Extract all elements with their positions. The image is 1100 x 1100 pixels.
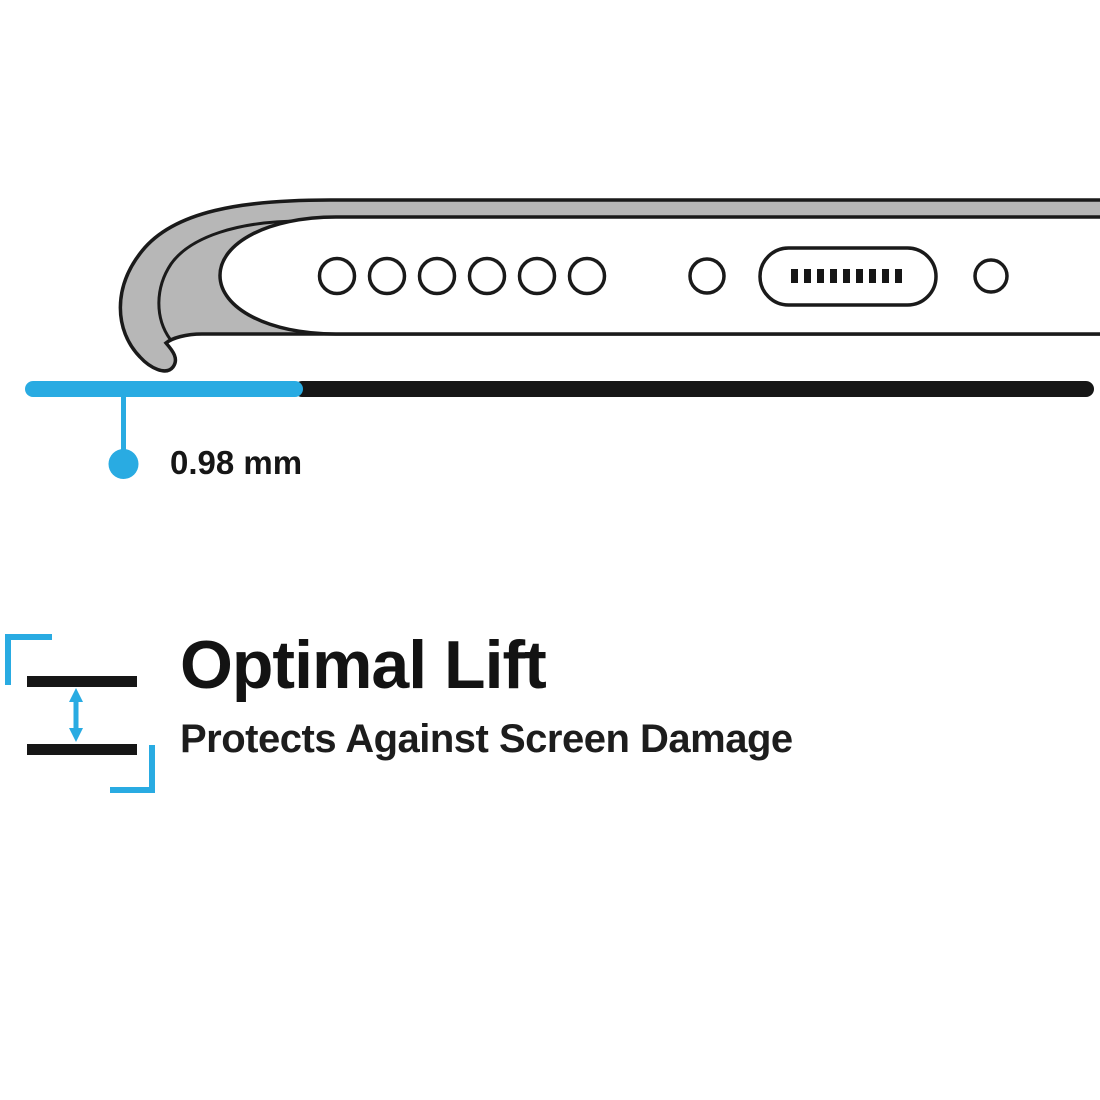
top-plate (27, 676, 137, 687)
phone-bottom-illustration: 0.98 mm (25, 198, 1100, 481)
case-inner-lip-line (157, 219, 303, 340)
speaker-hole (367, 256, 407, 296)
bottom-plate (27, 744, 137, 755)
arrow-head-down-icon (69, 728, 83, 742)
screw-hole-left (688, 257, 726, 295)
speaker-hole (517, 256, 557, 296)
lift-gap-double-arrow-icon (5, 634, 155, 793)
speaker-hole (417, 256, 457, 296)
arrow-head-up-icon (69, 688, 83, 702)
screw-hole-right (973, 258, 1009, 294)
port-pins (791, 269, 902, 283)
speaker-holes (317, 256, 607, 296)
feature-copy: Optimal Lift Protects Against Screen Dam… (180, 627, 793, 762)
feature-subtitle: Protects Against Screen Damage (180, 717, 793, 762)
speaker-hole (317, 256, 357, 296)
speaker-hole (467, 256, 507, 296)
speaker-hole (567, 256, 607, 296)
measurement-label: 0.98 mm (170, 444, 302, 481)
surface-bar-black (294, 381, 1094, 397)
bracket-bottom-right-icon (110, 745, 155, 793)
feature-title: Optimal Lift (180, 627, 547, 703)
bracket-top-left-icon (5, 634, 52, 685)
lift-gap-bar-cyan (25, 381, 303, 397)
measurement-dot (108, 449, 139, 479)
